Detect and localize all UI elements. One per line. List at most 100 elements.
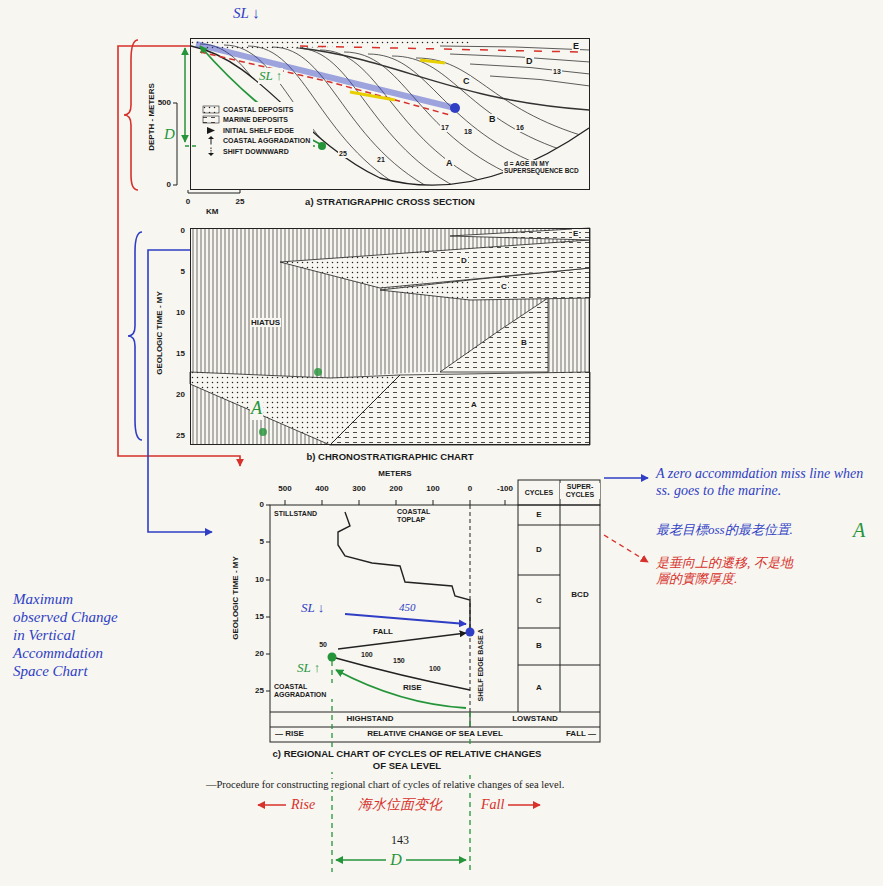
hand-note: 最老目標oss的最老位置. — [655, 522, 857, 538]
supercycle-name: BCD — [570, 590, 589, 599]
table-cell: LOWSTAND — [511, 714, 559, 723]
chronostratigraphic-art — [280, 240, 590, 288]
hand-note: Rise — [290, 797, 316, 814]
axis-title: RELATIVE CHANGE OF SEA LEVEL — [366, 729, 504, 738]
sea-level-chart-art — [285, 500, 505, 505]
axis-tick: 0 — [259, 500, 265, 509]
axis-tick: 15 — [175, 349, 186, 358]
hand-note: A zero accommdation miss line when ss. g… — [655, 466, 872, 500]
annotation-marks — [604, 477, 648, 479]
chronostratigraphic-art — [450, 228, 590, 240]
cross-section-art — [450, 54, 590, 62]
panel-title: b) CHRONOSTRATIGRAPHIC CHART — [304, 451, 475, 463]
chart-label: SHELF EDGE BASE A — [477, 628, 485, 703]
sea-level-chart-art — [266, 480, 600, 872]
legend-swatch — [208, 153, 214, 156]
unit-letter: B — [488, 114, 497, 124]
figure-caption: —Procedure for constructing regional cha… — [205, 779, 565, 790]
table-cell: HIGHSTAND — [346, 714, 395, 723]
axis-tick: 300 — [351, 484, 366, 493]
annotation-arrow — [148, 250, 212, 532]
age-number: 16 — [515, 124, 525, 132]
chronostratigraphic-art — [190, 228, 590, 445]
axis-tick: 25 — [175, 431, 186, 440]
panel-title: c) REGIONAL CHART OF CYCLES OF RELATIVE … — [265, 748, 549, 772]
age-number: 17 — [440, 124, 450, 132]
axis-tick: 400 — [314, 484, 329, 493]
sea-level-chart-art — [270, 727, 600, 728]
axis-tick: 15 — [254, 612, 265, 621]
legend-text: MARINE DEPOSITS — [223, 116, 288, 123]
cross-section-art — [191, 46, 589, 185]
chart-label: COASTAL AGGRADATION — [273, 683, 333, 699]
chart-label: COASTAL TOPLAP — [396, 508, 442, 524]
legend-row: INITIAL SHELF EDGE — [202, 125, 310, 136]
cross-section-art — [188, 190, 240, 193]
age-number: 25 — [338, 150, 348, 158]
chronostratigraphic-art — [190, 372, 590, 445]
chart-label: RISE — [402, 683, 423, 692]
unit-letter: C — [500, 282, 508, 291]
aggradation-value: 100 — [428, 665, 442, 673]
age-number: 13 — [552, 68, 562, 76]
sea-level-chart-art — [270, 505, 600, 742]
sea-level-chart-art — [338, 512, 470, 632]
axis-tick: 5 — [180, 267, 186, 276]
scale-unit: KM — [205, 207, 219, 216]
age-number: 18 — [463, 128, 473, 136]
legend-swatch — [202, 136, 220, 145]
hand-note: SL ↓ — [300, 600, 325, 616]
sea-level-chart-art — [332, 657, 470, 690]
sea-level-chart-art — [336, 670, 466, 708]
annotation-marks — [128, 232, 142, 440]
table-header: SUPER- CYCLES — [560, 483, 600, 499]
legend-swatch — [211, 147, 212, 153]
hand-note: A — [250, 398, 263, 420]
cycle-name: C — [535, 596, 543, 605]
axis-title: FALL — — [565, 729, 597, 738]
hand-note: A — [852, 518, 866, 542]
scale-number: 0 — [166, 180, 172, 189]
panel-title: a) STRATIGRAPHIC CROSS SECTION — [303, 196, 477, 208]
chronostratigraphic-art — [440, 298, 548, 372]
sea-level-chart-art — [518, 480, 600, 505]
sea-level-chart-art — [338, 633, 466, 649]
hand-note: 海水位面变化 — [357, 797, 443, 814]
legend-row: MARINE DEPOSITS — [202, 115, 310, 126]
legend-swatch — [203, 106, 219, 113]
page-number: 143 — [390, 834, 410, 848]
sea-level-chart-art — [518, 505, 519, 712]
axis-tick: 0 — [180, 226, 186, 235]
hand-note: SL ↑ — [258, 68, 283, 84]
scale-number: 25 — [235, 197, 246, 206]
cycle-name: E — [535, 510, 542, 519]
cross-section-art — [350, 60, 445, 100]
hand-note: Fall — [480, 797, 505, 814]
sea-level-chart-art — [266, 505, 270, 691]
legend-swatch — [202, 115, 220, 124]
cross-section-art — [490, 76, 590, 86]
cross-section-art — [191, 39, 590, 196]
sea-level-chart-art — [270, 712, 600, 713]
axis-title: METERS — [377, 469, 412, 478]
scale-number: 0 — [185, 197, 191, 206]
axis-tick: 10 — [175, 308, 186, 317]
legend-swatch — [203, 116, 219, 123]
unit-letter: E — [572, 229, 579, 238]
aggradation-value: 100 — [360, 651, 374, 659]
legend-row: COASTAL DEPOSITS — [202, 104, 310, 115]
axis-tick: 20 — [175, 390, 186, 399]
hand-note: Maximum observed Change in Vertical Acco… — [12, 590, 119, 680]
chronostratigraphic-art — [420, 240, 590, 280]
cycle-name: D — [535, 545, 543, 554]
annotation-marks — [124, 40, 138, 190]
legend-text: SHIFT DOWNWARD — [223, 148, 289, 155]
region-label: HIATUS — [250, 318, 281, 327]
cross-section-art — [450, 103, 460, 113]
hand-note: 450 — [398, 601, 417, 614]
chronostratigraphic-art — [190, 228, 590, 445]
legend-text: INITIAL SHELF EDGE — [223, 127, 294, 134]
hand-note: SL ↑ — [296, 660, 321, 676]
cross-section-art — [173, 39, 590, 196]
hand-note: D — [163, 125, 176, 143]
